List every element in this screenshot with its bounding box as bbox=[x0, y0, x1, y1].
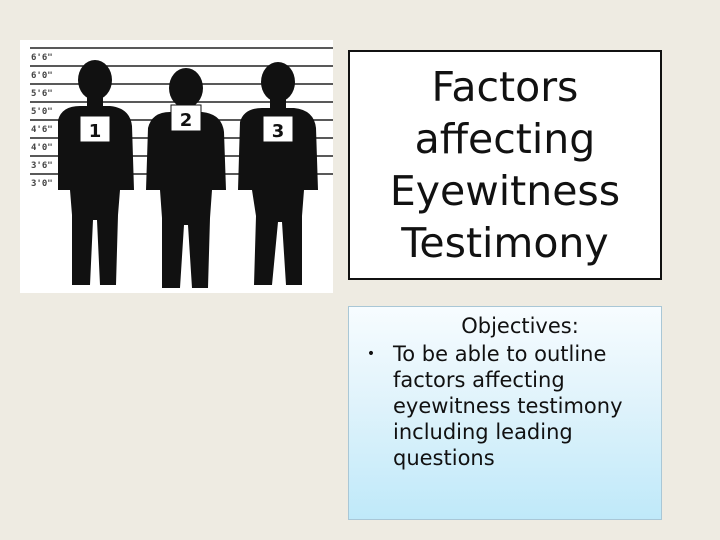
title-line: Testimony bbox=[401, 219, 609, 267]
suspect-silhouette-2 bbox=[146, 68, 226, 288]
height-mark: 3'6" bbox=[31, 161, 53, 171]
suspect-silhouette-1 bbox=[58, 60, 134, 285]
height-mark: 4'6" bbox=[31, 125, 53, 135]
title-line: Eyewitness bbox=[389, 167, 621, 215]
placard-2: 2 bbox=[170, 104, 202, 132]
objectives-box: Objectives: • To be able to outline fact… bbox=[348, 306, 662, 520]
placard-1: 1 bbox=[79, 115, 111, 143]
police-lineup-image: 6'6" 6'0" 5'6" 5'0" 4'6" 4'0" 3'6" 3'0" bbox=[20, 40, 333, 293]
height-mark: 5'0" bbox=[31, 107, 53, 117]
title-line: affecting bbox=[414, 115, 596, 163]
height-mark: 5'6" bbox=[31, 89, 53, 99]
slide-title: Factors affecting Eyewitness Testimony bbox=[390, 61, 620, 269]
title-line: Factors bbox=[431, 63, 579, 111]
title-box: Factors affecting Eyewitness Testimony bbox=[348, 50, 662, 280]
objectives-heading: Objectives: bbox=[461, 314, 579, 338]
height-mark: 3'0" bbox=[31, 179, 53, 189]
height-mark: 6'6" bbox=[31, 53, 53, 63]
bullet-icon: • bbox=[366, 346, 376, 362]
placard-number: 2 bbox=[180, 110, 193, 131]
height-mark: 4'0" bbox=[31, 143, 53, 153]
placard-number: 3 bbox=[272, 121, 285, 142]
height-mark: 6'0" bbox=[31, 71, 53, 81]
placard-3: 3 bbox=[262, 115, 294, 143]
suspect-silhouette-3 bbox=[238, 62, 318, 285]
objective-item: • To be able to outline factors affectin… bbox=[349, 341, 661, 471]
placard-number: 1 bbox=[89, 121, 102, 142]
lineup-illustration: 6'6" 6'0" 5'6" 5'0" 4'6" 4'0" 3'6" 3'0" bbox=[30, 47, 333, 288]
objective-text: To be able to outline factors affecting … bbox=[393, 342, 623, 470]
